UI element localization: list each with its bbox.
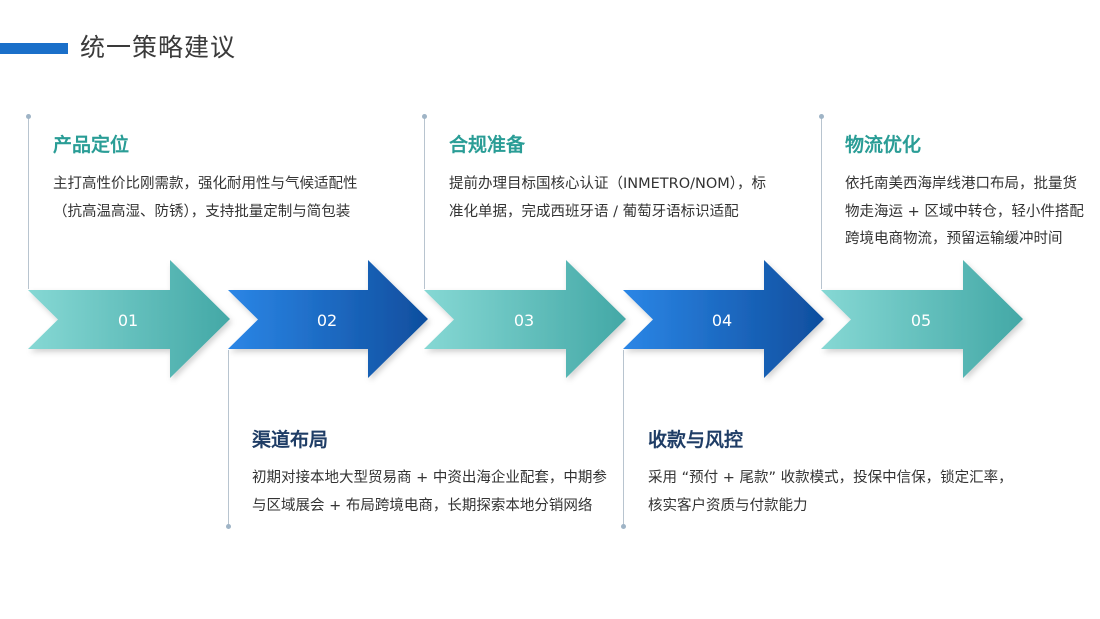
connector-dot-03 — [422, 114, 427, 119]
arrow-05 — [821, 260, 1023, 378]
connector-line-03 — [424, 117, 425, 289]
connector-line-02 — [228, 350, 229, 527]
step-04-desc: 采用 “预付 + 尾款” 收款模式，投保中信保，锁定汇率，核实客户资质与付款能力 — [648, 470, 1013, 514]
connector-dot-04 — [621, 524, 626, 529]
arrow-02 — [228, 260, 428, 378]
arrow-02-number: 02 — [317, 311, 337, 330]
connector-dot-05 — [819, 114, 824, 119]
page-title: 统一策略建议 — [80, 33, 237, 62]
arrow-05-number: 05 — [911, 311, 931, 330]
arrow-04-number: 04 — [712, 311, 732, 330]
step-03-desc: 提前办理目标国核心认证（INMETRO/NOM），标准化单据，完成西班牙语 / … — [449, 176, 767, 220]
connector-dot-01 — [26, 114, 31, 119]
step-03-title: 合规准备 — [449, 134, 526, 156]
connector-line-01 — [28, 117, 29, 289]
step-02-title: 渠道布局 — [252, 429, 329, 451]
step-05-desc: 依托南美西海岸线港口布局，批量货物走海运 + 区域中转仓，轻小件搭配跨境电商物流… — [845, 176, 1084, 247]
connector-line-05 — [821, 117, 822, 289]
arrow-04 — [623, 260, 824, 378]
step-01-title: 产品定位 — [53, 134, 130, 156]
connector-line-04 — [623, 350, 624, 527]
step-01-desc: 主打高性价比刚需款，强化耐用性与气候适配性（抗高温高湿、防锈），支持批量定制与简… — [53, 176, 358, 220]
step-05-title: 物流优化 — [845, 134, 922, 156]
arrow-03-number: 03 — [514, 311, 534, 330]
arrow-01 — [28, 260, 230, 378]
title-accent-bar — [0, 43, 68, 54]
step-02-desc: 初期对接本地大型贸易商 + 中资出海企业配套，中期参与区域展会 + 布局跨境电商… — [252, 470, 607, 514]
arrow-03 — [424, 260, 626, 378]
step-04-title: 收款与风控 — [648, 429, 744, 451]
arrow-01-number: 01 — [118, 311, 138, 330]
connector-dot-02 — [226, 524, 231, 529]
